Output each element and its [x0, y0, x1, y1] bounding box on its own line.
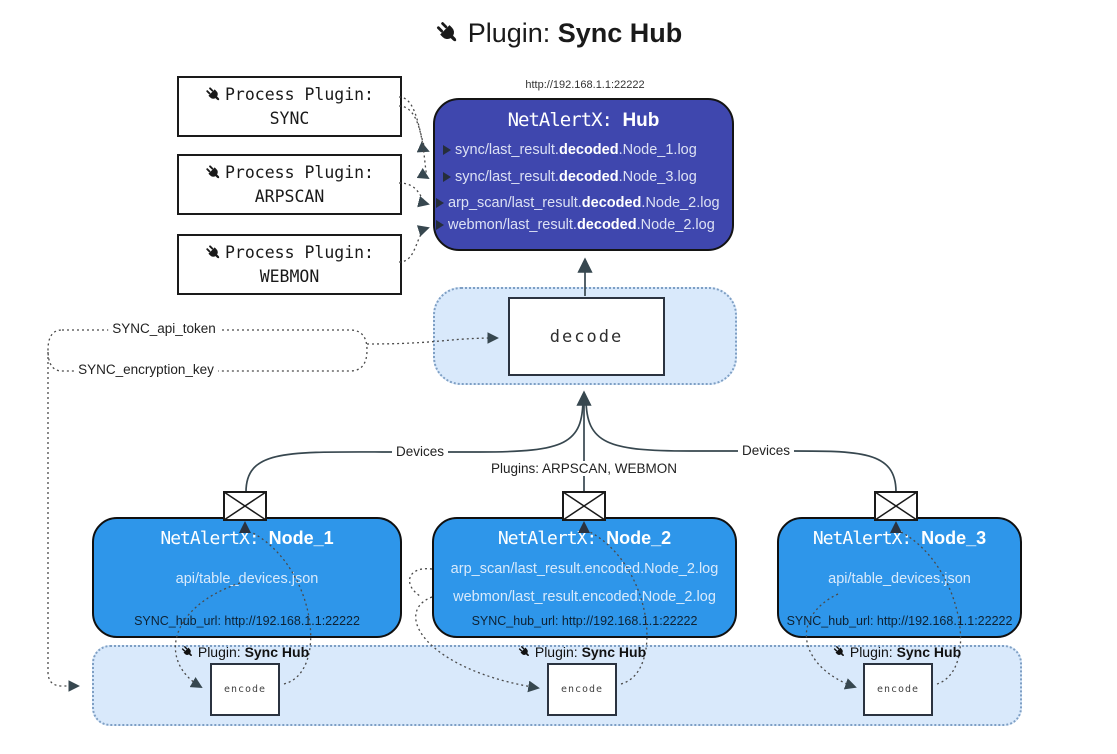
hub-title-prefix: NetAlertX:	[507, 109, 623, 131]
node-title-prefix: NetAlertX:	[812, 528, 922, 549]
hub-log-row: webmon/last_result.decoded.Node_2.log	[435, 217, 733, 233]
edge-label-devices-right: Devices	[737, 443, 795, 458]
encode-plugin-prefix: Plugin:	[849, 644, 897, 660]
process-plugin-label: Process Plugin:	[224, 162, 374, 182]
encode-plugin-label: Plugin: Sync Hub	[181, 644, 309, 660]
edge-label-plugins: Plugins: ARPSCAN, WEBMON	[486, 461, 682, 476]
node-title-prefix: NetAlertX:	[160, 528, 269, 549]
log-pre: sync/last_result.	[455, 169, 559, 185]
process-plugin-name: WEBMON	[259, 266, 320, 286]
process-plugin-label: Process Plugin:	[224, 84, 374, 104]
arrow-right-icon	[443, 145, 451, 155]
page-title-name: Sync Hub	[557, 18, 683, 48]
arrow-right-icon	[436, 220, 444, 230]
plug-icon	[205, 86, 223, 104]
encode-box-2: encode	[547, 663, 617, 716]
log-post: .Node_3.log	[618, 169, 697, 185]
node-3-box: NetAlertX: Node_3 api/table_devices.json…	[777, 517, 1022, 638]
process-plugin-name: ARPSCAN	[254, 186, 325, 206]
node-file-line: arp_scan/last_result.encoded.Node_2.log	[450, 561, 719, 577]
node-hub-url: SYNC_hub_url: http://192.168.1.1:22222	[471, 614, 698, 628]
process-plugin-name: SYNC	[269, 108, 310, 128]
page-title: Plugin: Sync Hub	[0, 18, 1117, 49]
plug-icon	[833, 645, 847, 659]
log-bold: decoded	[558, 142, 619, 158]
encode-box-1: encode	[210, 663, 280, 716]
plug-icon	[435, 20, 462, 47]
node-title: NetAlertX: Node_2	[434, 528, 735, 549]
plug-icon	[205, 164, 223, 182]
hub-title: NetAlertX: Hub	[435, 109, 732, 132]
setting-sync-api-token: SYNC_api_token	[108, 321, 220, 336]
process-plugin-webmon: Process Plugin: WEBMON	[177, 234, 402, 295]
node-2-box: NetAlertX: Node_2 arp_scan/last_result.e…	[432, 517, 737, 638]
hub-log-row: sync/last_result.decoded.Node_1.log	[435, 142, 740, 158]
node-title-name: Node_3	[921, 528, 987, 548]
node-file-line: webmon/last_result.encoded.Node_2.log	[453, 589, 716, 605]
hub-url: http://192.168.1.1:22222	[525, 79, 645, 91]
node-title: NetAlertX: Node_1	[94, 528, 400, 549]
setting-sync-encryption-key: SYNC_encryption_key	[74, 362, 218, 377]
encode-plugin-label: Plugin: Sync Hub	[518, 644, 646, 660]
encode-plugin-name: Sync Hub	[581, 644, 647, 660]
plug-icon	[181, 645, 195, 659]
log-post: .Node_1.log	[618, 142, 697, 158]
process-plugin-label: Process Plugin:	[224, 242, 374, 262]
hub-title-name: Hub	[622, 110, 660, 131]
encode-box-3: encode	[863, 663, 933, 716]
encode-plugin-prefix: Plugin:	[197, 644, 245, 660]
encode-plugin-name: Sync Hub	[896, 644, 962, 660]
log-post: .Node_2.log	[636, 217, 715, 233]
log-pre: webmon/last_result.	[448, 217, 577, 233]
log-bold: decoded	[576, 217, 637, 233]
encode-plugin-label: Plugin: Sync Hub	[833, 644, 961, 660]
edge-label-devices-left: Devices	[391, 444, 449, 459]
arrow-right-icon	[443, 172, 451, 182]
encode-plugin-name: Sync Hub	[244, 644, 310, 660]
node-title: NetAlertX: Node_3	[779, 528, 1020, 549]
process-plugin-arpscan: Process Plugin: ARPSCAN	[177, 154, 402, 215]
node-title-prefix: NetAlertX:	[497, 528, 607, 549]
log-bold: decoded	[581, 195, 642, 211]
log-post: .Node_2.log	[641, 195, 720, 211]
process-plugin-sync: Process Plugin: SYNC	[177, 76, 402, 137]
node-hub-url: SYNC_hub_url: http://192.168.1.1:22222	[134, 614, 360, 628]
log-pre: arp_scan/last_result.	[448, 195, 582, 211]
hub-log-row: sync/last_result.decoded.Node_3.log	[435, 169, 740, 185]
log-pre: sync/last_result.	[455, 142, 559, 158]
plug-icon	[205, 244, 223, 262]
encode-plugin-prefix: Plugin:	[534, 644, 582, 660]
page-title-prefix: Plugin:	[467, 18, 558, 48]
node-title-name: Node_2	[606, 528, 672, 548]
hub-box: NetAlertX: Hub sync/last_result.decoded.…	[433, 98, 734, 251]
node-title-name: Node_1	[268, 528, 334, 548]
hub-log-row: arp_scan/last_result.decoded.Node_2.log	[435, 195, 733, 211]
decode-box: decode	[508, 297, 665, 376]
node-file-line: api/table_devices.json	[828, 571, 971, 587]
envelope-icon	[562, 491, 606, 521]
envelope-icon	[874, 491, 918, 521]
node-file-line: api/table_devices.json	[175, 571, 319, 587]
node-hub-url: SYNC_hub_url: http://192.168.1.1:22222	[786, 614, 1013, 628]
node-1-box: NetAlertX: Node_1 api/table_devices.json…	[92, 517, 402, 638]
envelope-icon	[223, 491, 267, 521]
plug-icon	[518, 645, 532, 659]
log-bold: decoded	[558, 169, 619, 185]
arrow-right-icon	[436, 198, 444, 208]
